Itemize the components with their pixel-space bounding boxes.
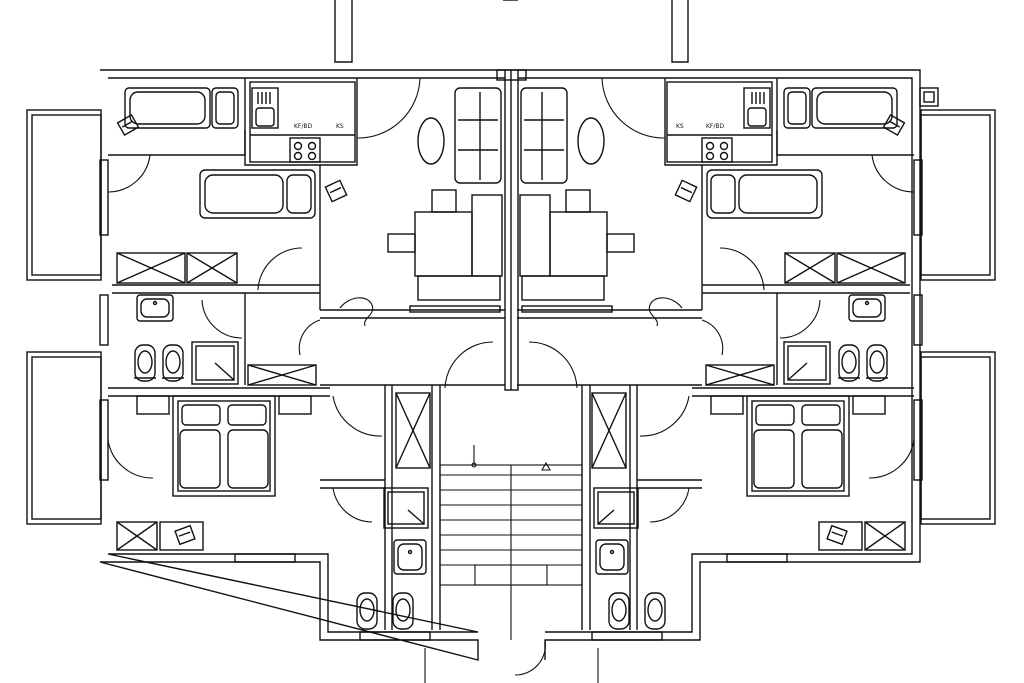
balcony-left-upper: [26, 109, 102, 281]
balcony-right-upper: [920, 109, 996, 281]
balcony-left-lower: [26, 351, 102, 525]
outer-walls: [99, 69, 939, 661]
top-wall-stubs: [334, 0, 689, 63]
left-unit: [99, 78, 505, 641]
door-swings: [107, 77, 915, 676]
staircase: [424, 445, 599, 683]
central-party-wall: [496, 69, 527, 391]
right-unit: [517, 78, 923, 641]
fridge-label-right: KF/BD: [706, 123, 725, 130]
oven-label-left: KS: [336, 123, 344, 130]
fridge-label-left: KF/BD: [294, 123, 313, 130]
balcony-right-lower: [920, 351, 996, 525]
oven-label-right: KS: [676, 123, 684, 130]
